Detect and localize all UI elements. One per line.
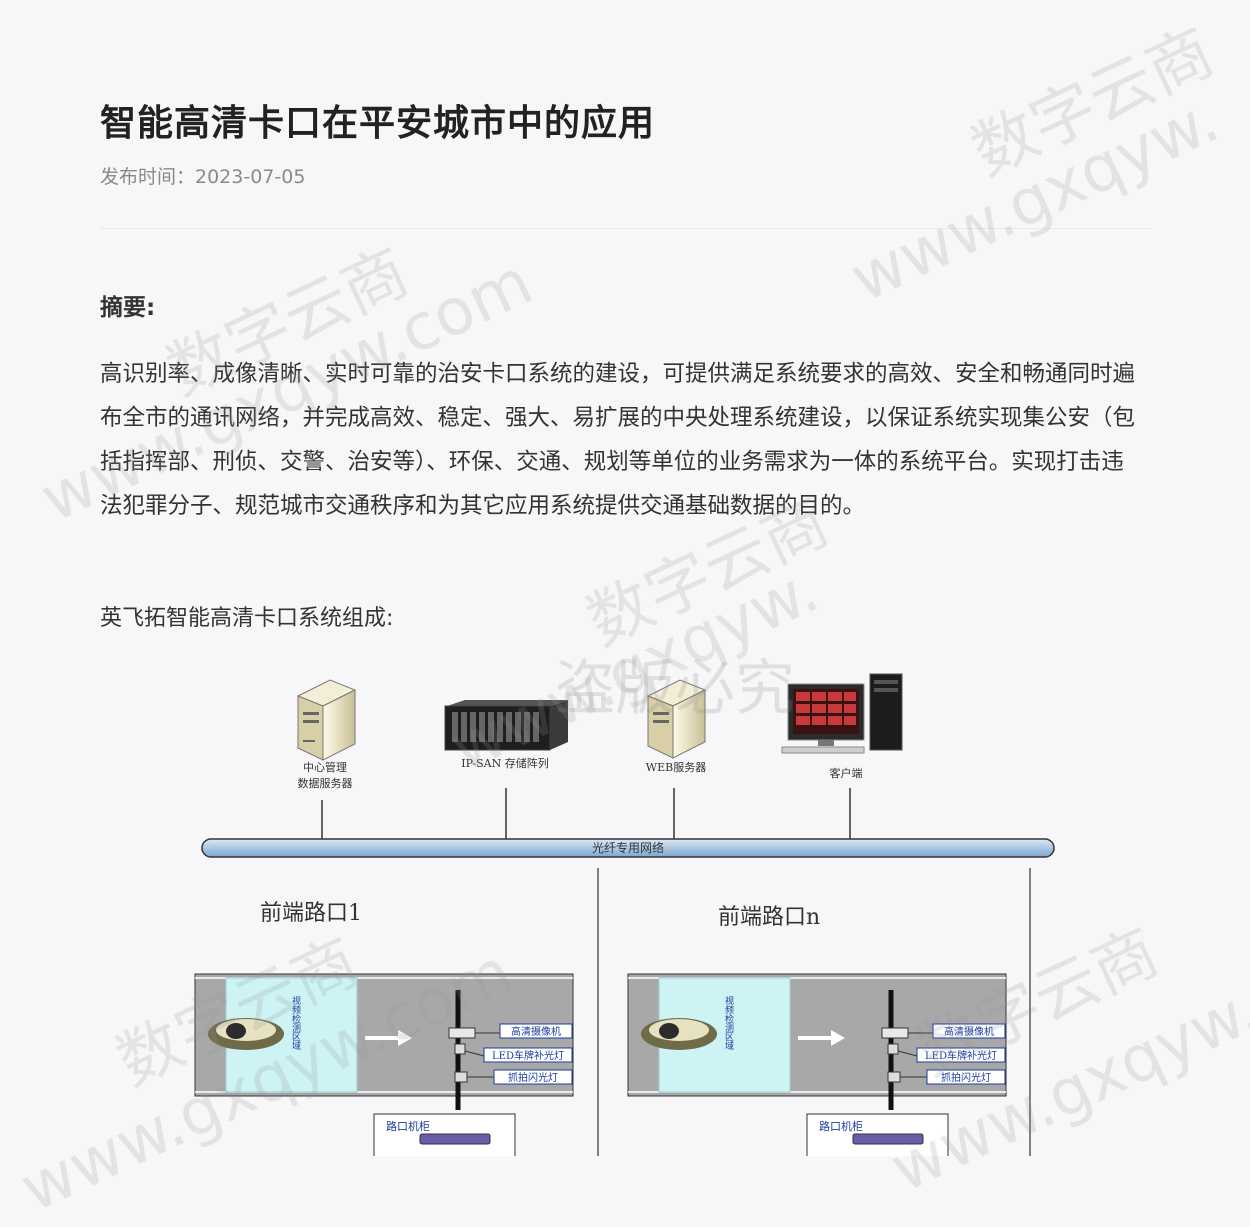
camera-icon: [448, 1027, 476, 1039]
intersection-n-cabinet: 路口机柜: [819, 1119, 863, 1133]
server-links: [321, 788, 851, 839]
intersection-1-flash: 抓拍闪光灯: [508, 1071, 558, 1084]
intersection-1-zone: 视频检测区域: [290, 995, 301, 1050]
fiber-network-label: 光纤专用网络: [592, 840, 664, 855]
intersection-n-camera: 高清摄像机: [944, 1025, 994, 1038]
intersection-n-led: LED车牌补光灯: [925, 1049, 997, 1062]
central-server-label-2: 数据服务器: [298, 776, 353, 790]
publish-date: 发布时间：2023-07-05: [100, 166, 306, 188]
intersection-1-road: [194, 973, 574, 1110]
web-server-icon: [646, 679, 707, 759]
central-server-label-1: 中心管理: [303, 760, 347, 774]
watermark-url: www.gxqyw.: [840, 82, 1230, 318]
central-server-icon: [296, 679, 357, 761]
watermark-text: 数字云商: [961, 15, 1225, 191]
arrow-right-icon: [365, 1030, 412, 1046]
client-label: 客户端: [830, 766, 863, 780]
switch-icon: [419, 1133, 491, 1145]
ipsan-storage-icon: [444, 700, 568, 751]
abstract-label: 摘要:: [100, 295, 156, 321]
switch-icon: [852, 1133, 924, 1145]
intersection-n-title: 前端路口n: [718, 905, 820, 930]
intersection-1-camera: 高清摄像机: [511, 1025, 561, 1038]
fiber-network-bus: [201, 838, 1055, 858]
client-workstation-icon: [781, 673, 903, 754]
intersection-1-title: 前端路口1: [260, 901, 362, 926]
intersection-n-road: [627, 973, 1007, 1110]
camera-icon: [881, 1027, 909, 1039]
article-page: 智能高清卡口在平安城市中的应用 发布时间：2023-07-05 摘要: 高识别率…: [10, 15, 1250, 1227]
abstract-text: 高识别率、成像清晰、实时可靠的治安卡口系统的建设，可提供满足系统要求的高效、安全…: [100, 361, 1136, 519]
article-title: 智能高清卡口在平安城市中的应用: [100, 103, 656, 144]
intersection-1-cabinet: 路口机柜: [386, 1119, 430, 1133]
car-icon: [208, 1018, 284, 1050]
intersection-1-led: LED车牌补光灯: [492, 1049, 564, 1062]
car-icon: [641, 1018, 717, 1050]
arrow-right-icon: [798, 1030, 845, 1046]
intersection-n-zone: 视频检测区域: [723, 995, 734, 1050]
system-diagram: 中心管理 数据服务器 IP-SAN 存储阵列 WEB服务器: [194, 673, 1055, 1156]
ipsan-label: IP-SAN 存储阵列: [461, 756, 548, 770]
intersection-n-flash: 抓拍闪光灯: [941, 1071, 991, 1084]
web-server-label: WEB服务器: [646, 761, 706, 774]
title-divider: [100, 228, 1150, 229]
section-heading: 英飞拓智能高清卡口系统组成:: [100, 606, 394, 631]
